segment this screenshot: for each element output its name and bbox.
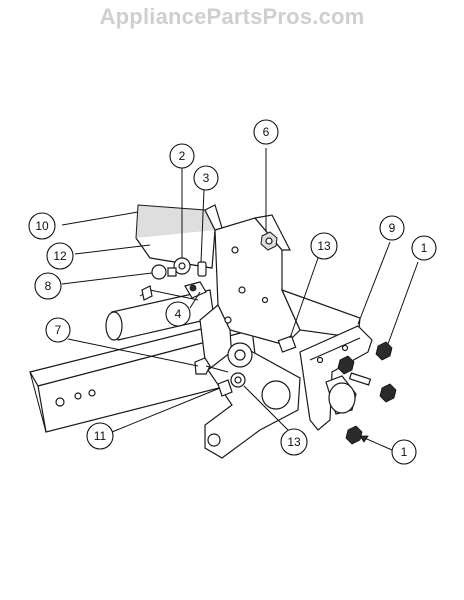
nut-top [260,231,278,251]
svg-text:6: 6 [263,125,270,139]
spacer-upper [277,335,297,353]
bolts-right [337,341,397,445]
svg-text:12: 12 [53,249,67,263]
motor-plate [299,325,373,431]
callout-1-upper: 1 [411,235,437,261]
svg-text:13: 13 [287,435,301,449]
callout-3: 3 [193,165,219,191]
svg-text:1: 1 [421,241,428,255]
callout-13-lower: 13 [280,428,308,456]
svg-text:9: 9 [389,221,396,235]
leader-lines [61,148,419,451]
spacer-lower [194,357,246,397]
callout-8: 8 [34,272,62,300]
cover-plate [135,204,223,269]
callout-4: 4 [165,301,191,327]
callout-10: 10 [28,212,56,240]
svg-text:8: 8 [45,279,52,293]
callout-13-upper: 13 [310,232,338,260]
svg-text:3: 3 [203,171,210,185]
callout-7: 7 [45,317,71,343]
svg-text:1: 1 [401,445,408,459]
callout-12: 12 [46,242,74,270]
svg-text:13: 13 [317,239,331,253]
svg-text:4: 4 [175,307,182,321]
svg-text:11: 11 [94,429,107,443]
callout-2: 2 [169,143,195,169]
svg-text:7: 7 [55,323,62,337]
shaft [105,289,215,341]
pivot-arm [204,342,301,459]
watermark: AppliancePartsPros.com [99,4,365,29]
svg-text:2: 2 [179,149,186,163]
callout-1-lower: 1 [391,439,417,465]
small-hardware [139,257,207,301]
callout-11: 11 [86,422,114,450]
callout-9: 9 [379,215,405,241]
callout-6: 6 [253,119,279,145]
svg-text:10: 10 [35,219,49,233]
